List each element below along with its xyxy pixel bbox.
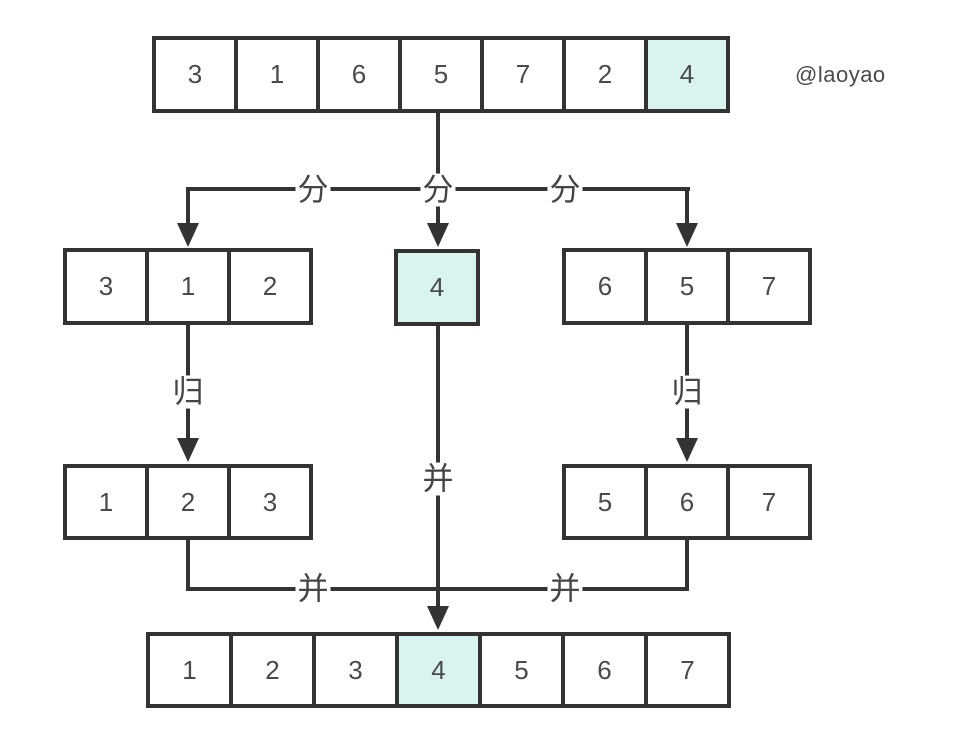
connector-split-middle-drop [436,189,440,225]
array-cell: 5 [562,464,648,540]
arrowhead-result-icon [427,606,449,630]
array-cell: 6 [316,36,402,113]
array-cell: 1 [145,248,231,325]
array-cell: 7 [726,464,812,540]
array-cell: 7 [480,36,566,113]
array-cell: 6 [561,632,648,708]
watermark-credit: @laoyao [795,62,886,87]
array-cell: 3 [63,248,149,325]
array-cell: 4 [394,249,480,326]
connector-split-right-drop [685,187,689,225]
array-cell: 3 [227,464,313,540]
array-cell: 4 [395,632,482,708]
array-cell: 2 [229,632,316,708]
label-merge-center: 并 [420,461,456,497]
array-cell: 5 [478,632,565,708]
array-cell: 7 [726,248,812,325]
label-split-left: 分 [295,172,331,208]
array-cell: 5 [398,36,484,113]
array-cell: 1 [146,632,233,708]
array-cell: 6 [644,464,730,540]
array-cell: 3 [152,36,238,113]
connector-split-left-drop [186,187,190,225]
connector-top-stub [436,113,440,189]
arrowhead-recurse-right-icon [676,438,698,462]
label-merge-left: 并 [295,571,331,607]
array-cell: 2 [562,36,648,113]
array-cell: 1 [63,464,149,540]
label-merge-right: 并 [547,571,583,607]
arrowhead-split-left-icon [177,223,199,247]
pivot-cell: 4 [394,249,480,326]
arrowhead-recurse-left-icon [177,438,199,462]
array-cell: 5 [644,248,730,325]
array-cell: 3 [312,632,399,708]
array-cell: 1 [234,36,320,113]
array-cell: 7 [644,632,731,708]
label-recurse-left: 归 [170,374,206,410]
label-split-right: 分 [547,172,583,208]
arrowhead-split-right-icon [676,223,698,247]
array-cell: 2 [145,464,231,540]
connector-merge-right-drop [685,540,689,590]
array-cell: 6 [562,248,648,325]
label-recurse-right: 归 [669,374,705,410]
array-cell: 4 [644,36,730,113]
connector-merge-left-drop [186,540,190,590]
array-cell: 2 [227,248,313,325]
label-split-middle: 分 [420,172,456,208]
arrowhead-split-middle-icon [427,223,449,247]
